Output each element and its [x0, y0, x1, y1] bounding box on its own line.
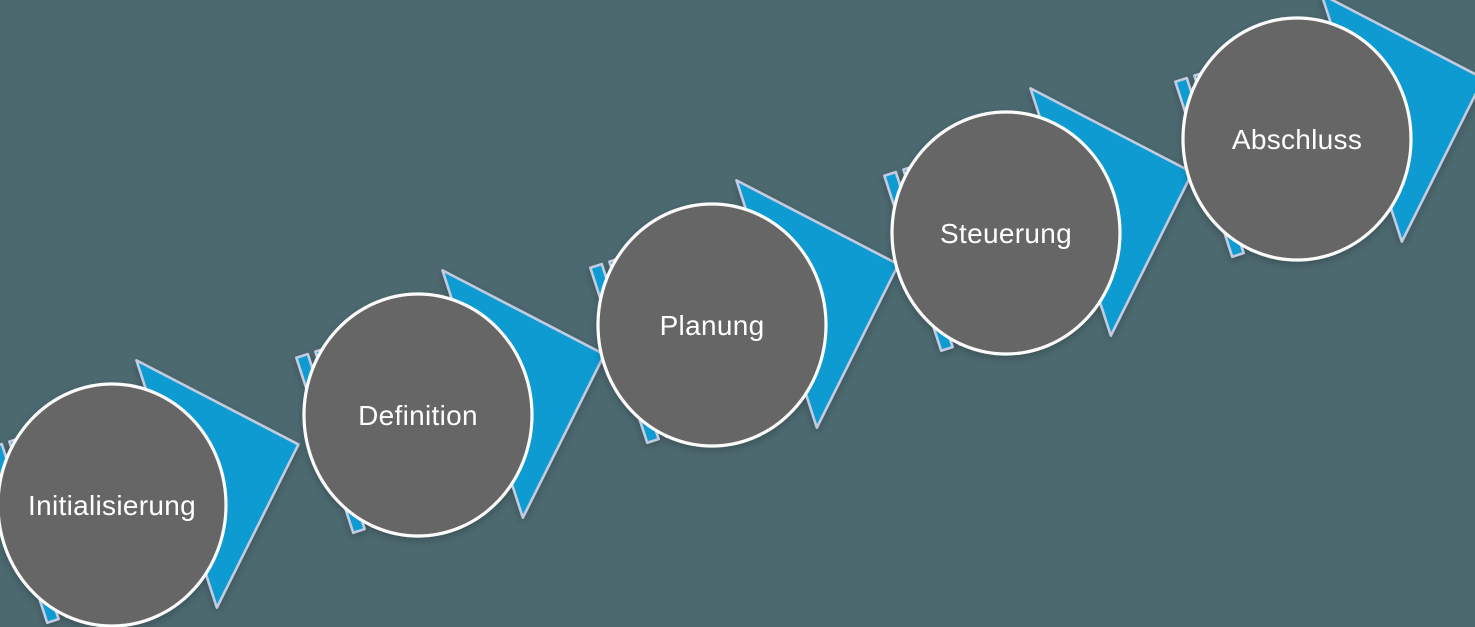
step-label: Planung [660, 310, 765, 341]
step-label: Steuerung [940, 218, 1072, 249]
step-steuerung: Steuerung [871, 47, 1235, 389]
step-planung: Planung [577, 139, 941, 481]
step-definition: Definition [283, 229, 647, 571]
step-label: Definition [358, 400, 478, 431]
step-initialisierung: Initialisierung [0, 319, 341, 627]
step-label: Abschluss [1232, 124, 1362, 155]
step-label: Initialisierung [28, 490, 196, 521]
step-abschluss: Abschluss [1162, 0, 1475, 295]
